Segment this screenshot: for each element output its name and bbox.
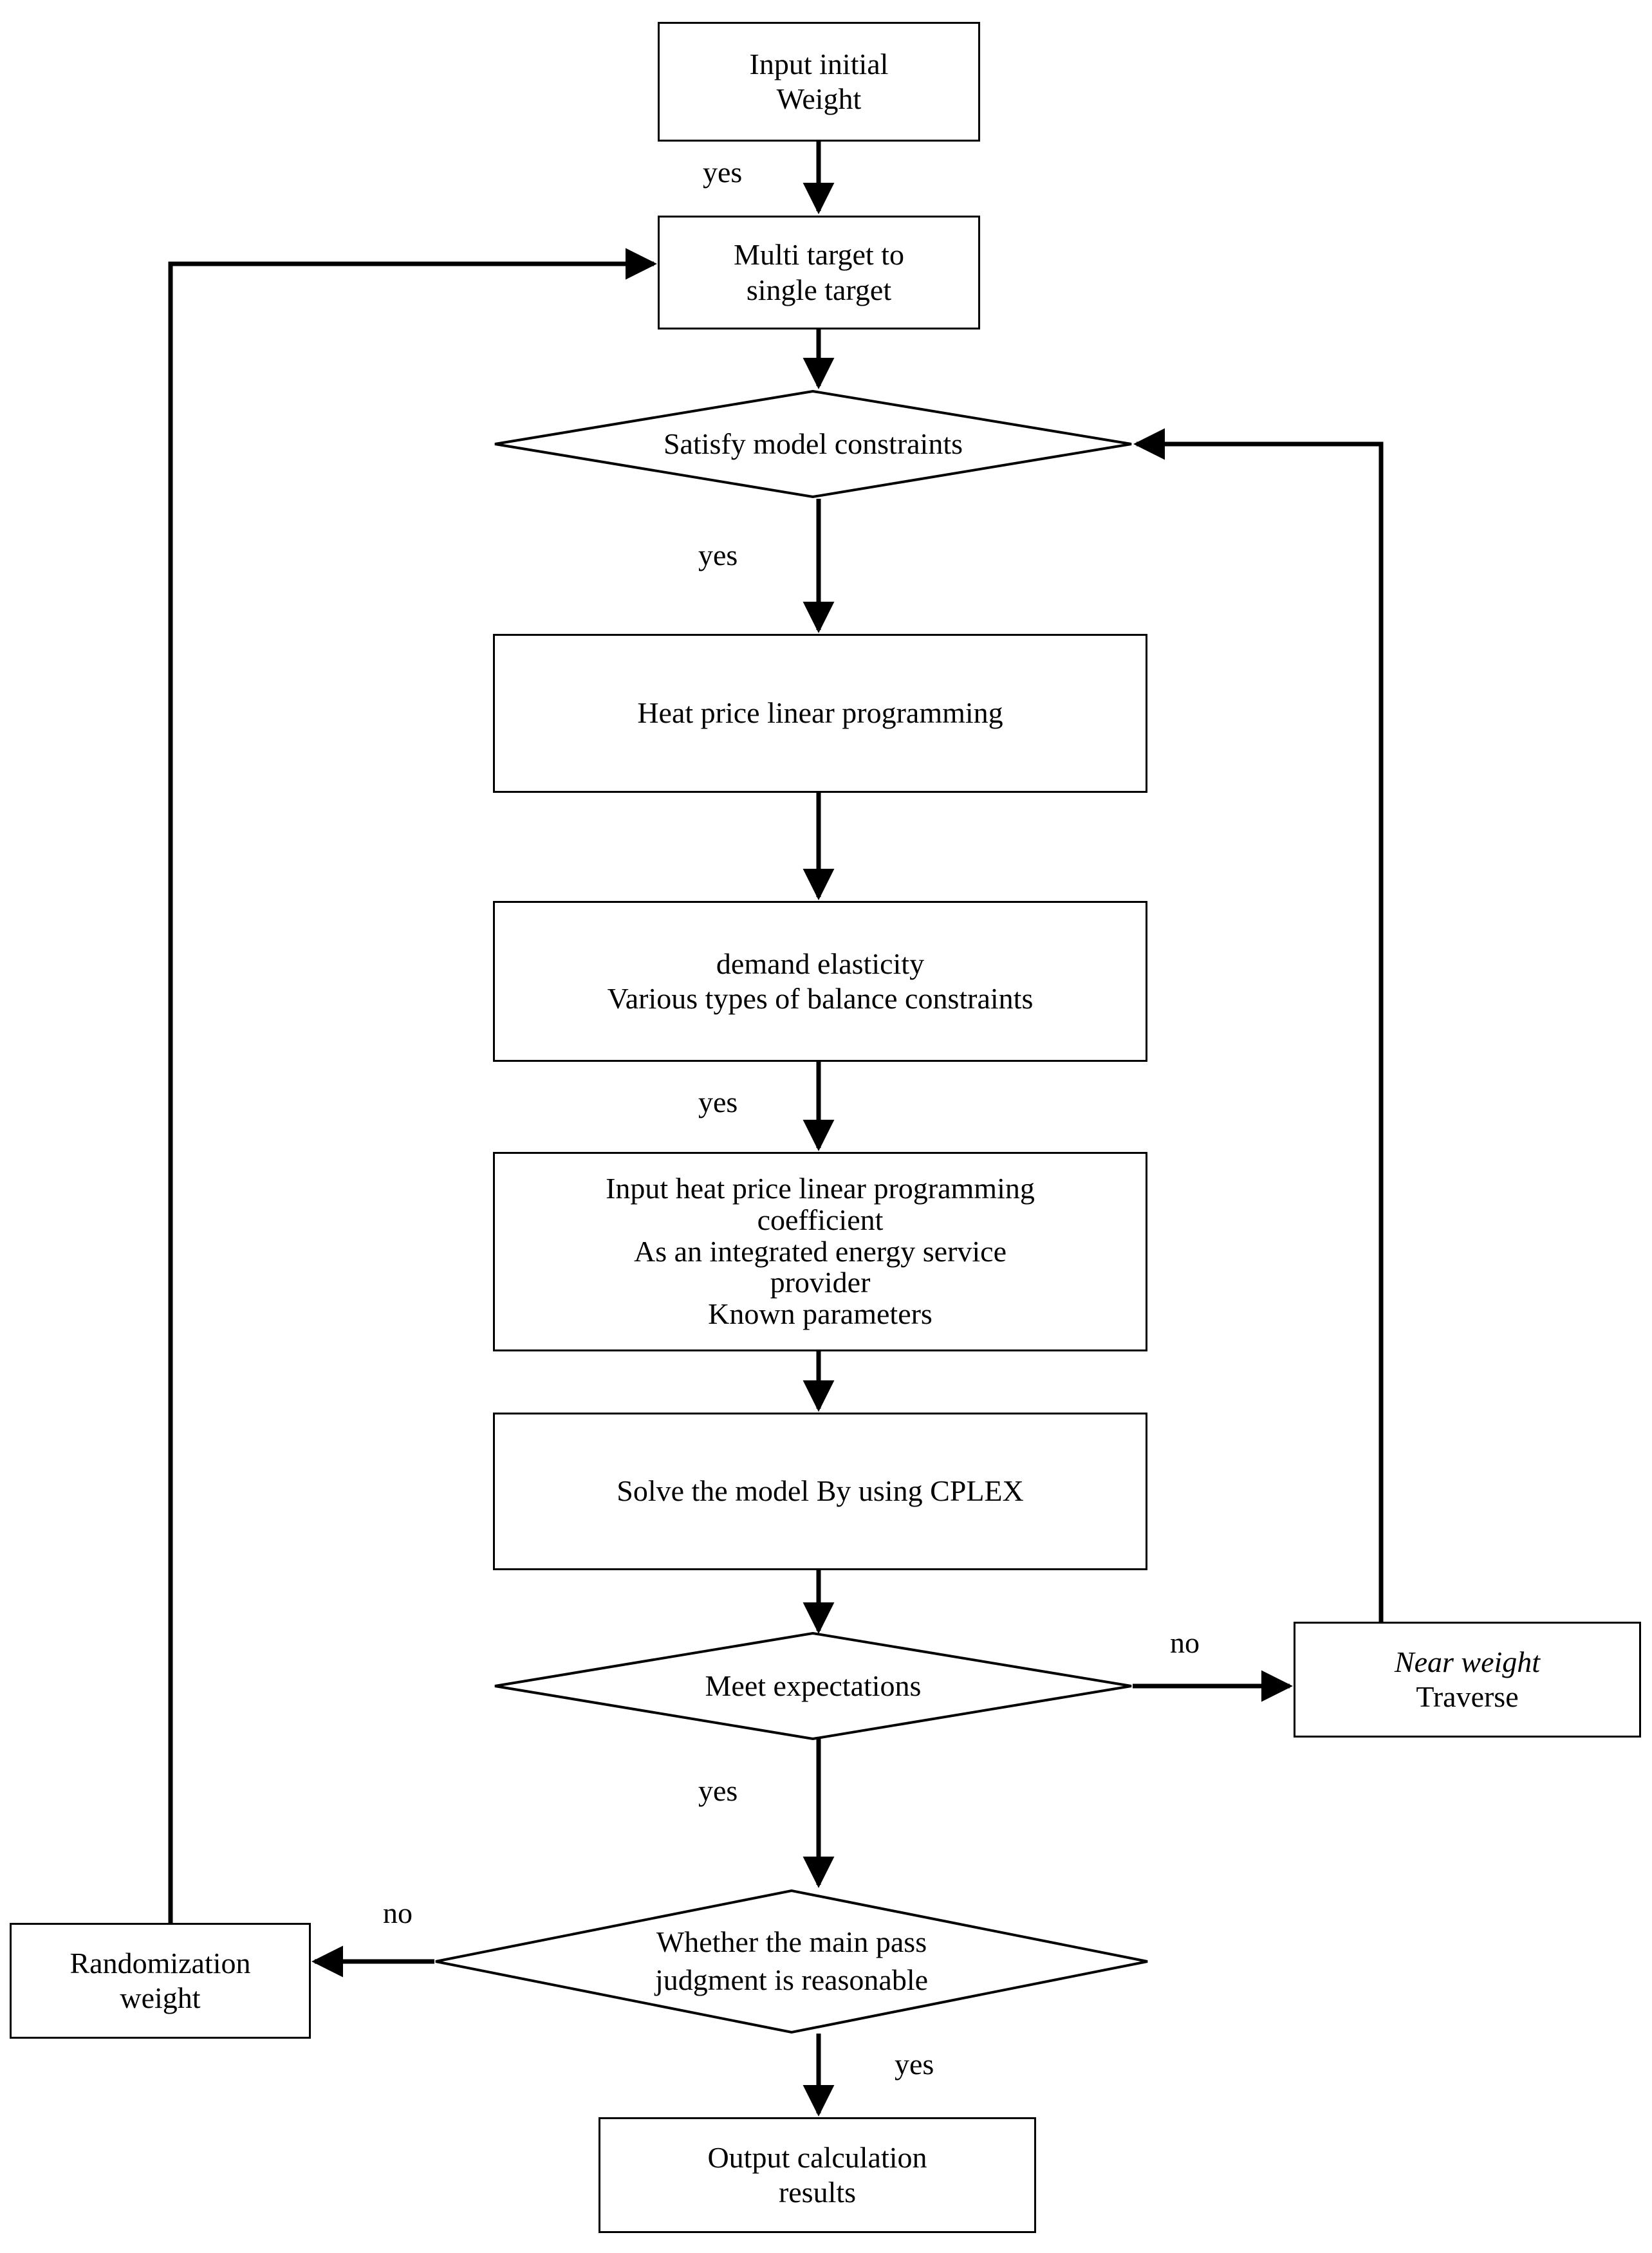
node-input-initial-weight[interactable]: Input initial Weight <box>658 22 980 142</box>
node-input-heat-price-coefficient[interactable]: Input heat price linear programming coef… <box>493 1152 1147 1351</box>
edge-label-judgment-yes: yes <box>895 2048 934 2081</box>
node-near-weight-traverse[interactable]: Near weight Traverse <box>1294 1622 1641 1738</box>
edge-label-satisfy-yes: yes <box>698 539 738 571</box>
near-weight-line1: Near weight <box>1394 1645 1541 1678</box>
node-main-pass-judgment[interactable]: Whether the main pass judgment is reason… <box>434 1889 1149 2034</box>
diamond-shape-main-pass-judgment <box>435 1889 1148 2034</box>
edge-label-meet-yes: yes <box>698 1774 738 1807</box>
node-solve-model-cplex[interactable]: Solve the model By using CPLEX <box>493 1413 1147 1570</box>
edge-label-meet-no: no <box>1170 1626 1200 1659</box>
node-output-calculation-results[interactable]: Output calculation results <box>599 2117 1036 2233</box>
node-demand-elasticity[interactable]: demand elasticity Various types of balan… <box>493 901 1147 1062</box>
edge-nearweight-loop-to-satisfy <box>1133 428 1384 1622</box>
node-satisfy-model-constraints[interactable]: Satisfy model constraints <box>494 389 1133 499</box>
node-meet-expectations[interactable]: Meet expectations <box>494 1631 1133 1741</box>
node-randomization-weight[interactable]: Randomization weight <box>10 1923 311 2039</box>
edge-label-input-to-multi: yes <box>703 156 743 189</box>
edge-random-loop-to-multi <box>168 248 657 1923</box>
diamond-shape-meet-expectations <box>494 1631 1132 1741</box>
node-heat-price-linear-programming[interactable]: Heat price linear programming <box>493 634 1147 793</box>
near-weight-line2: Traverse <box>1416 1680 1519 1713</box>
edge-label-judgment-no: no <box>383 1896 413 1929</box>
diamond-shape-satisfy <box>494 389 1132 499</box>
edge-label-demand-yes: yes <box>698 1086 738 1118</box>
node-multi-target-to-single-target[interactable]: Multi target to single target <box>658 216 980 329</box>
